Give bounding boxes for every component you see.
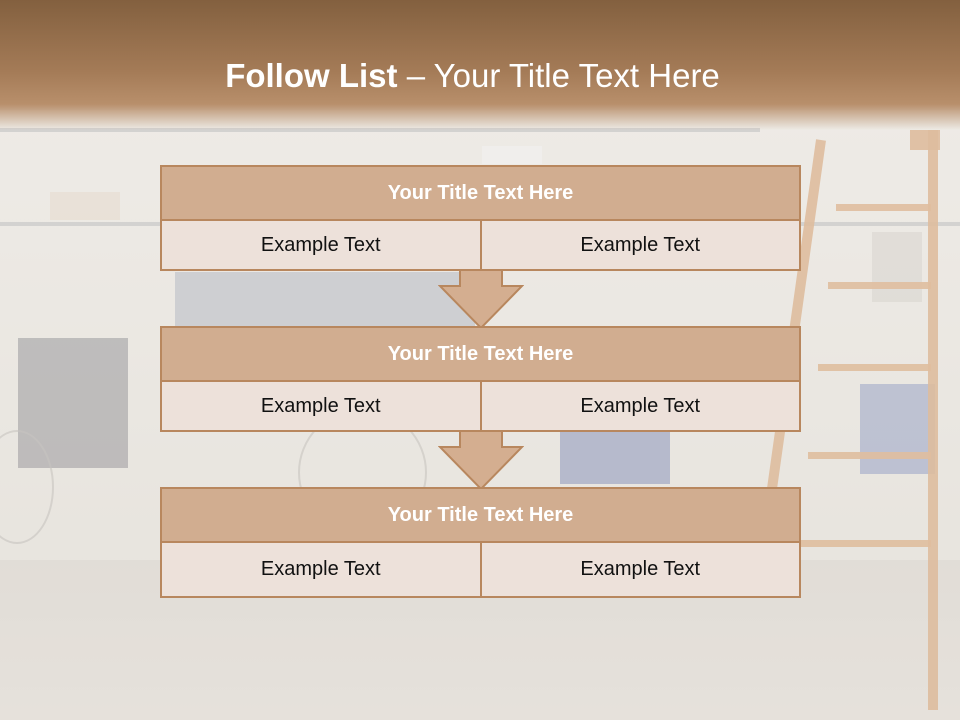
ladder-rung	[836, 204, 931, 211]
ladder-rung	[818, 364, 931, 371]
background-box	[482, 146, 542, 164]
step-row: Example Text Example Text	[160, 382, 801, 432]
background-bins	[175, 272, 475, 326]
background-box	[50, 192, 120, 220]
step-title: Your Title Text Here	[160, 165, 801, 221]
down-arrow-icon	[438, 429, 524, 491]
follow-step-2: Your Title Text Here Example Text Exampl…	[160, 326, 801, 432]
ladder-rung	[800, 540, 931, 547]
background-panel	[872, 232, 922, 302]
step-title: Your Title Text Here	[160, 487, 801, 543]
ladder-rung	[808, 452, 931, 459]
follow-step-1: Your Title Text Here Example Text Exampl…	[160, 165, 801, 271]
ladder-rail	[928, 130, 938, 710]
step-right-text: Example Text	[479, 382, 800, 430]
ladder-top	[910, 130, 940, 150]
title-bar	[0, 0, 960, 130]
background-shelf	[0, 222, 170, 226]
step-left-text: Example Text	[260, 233, 381, 256]
step-row: Example Text Example Text	[160, 221, 801, 271]
background-barrel	[560, 432, 670, 484]
background-shelf	[800, 222, 960, 226]
step-left-text: Example Text	[260, 394, 381, 417]
slide-title: Follow List – Your Title Text Here	[0, 55, 945, 97]
background-barrel	[860, 384, 935, 474]
step-right-text: Example Text	[479, 221, 800, 269]
slide-title-rest: – Your Title Text Here	[397, 57, 720, 94]
background-shelf	[0, 128, 760, 132]
ladder-rung	[828, 282, 931, 289]
slide-title-bold: Follow List	[225, 57, 398, 94]
step-right-text: Example Text	[479, 543, 800, 596]
follow-step-3: Your Title Text Here Example Text Exampl…	[160, 487, 801, 598]
step-title: Your Title Text Here	[160, 326, 801, 382]
down-arrow-icon	[438, 268, 524, 330]
step-left-text: Example Text	[260, 558, 381, 580]
step-row: Example Text Example Text	[160, 543, 801, 598]
